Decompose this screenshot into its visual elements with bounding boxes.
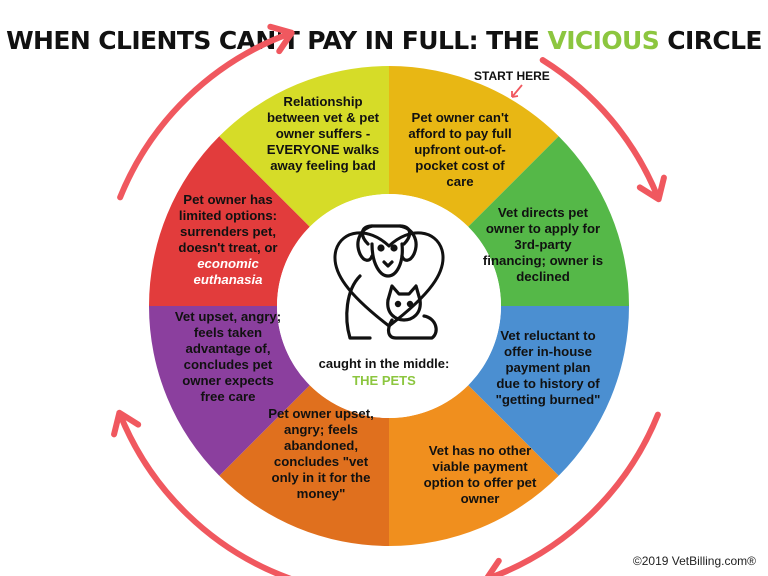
segment-text: Pet owner upset, angry; feels abandoned,… [268,406,374,501]
cycle-arrow-4 [117,30,293,201]
center-caption-line2: THE PETS [352,373,416,388]
copyright-credit: ©2019 VetBilling.com® [632,554,756,568]
segment-text: Vet has no other viable payment option t… [423,443,537,506]
wheel-segment-4 [389,385,559,546]
segment-text: Vet directs pet owner to apply for 3rd-p… [482,205,604,284]
cycle-arrows [111,23,667,576]
segment-emphasis: economic euthanasia [193,256,263,287]
segment-label-7: Pet owner has limited options: surrender… [169,192,287,288]
wheel-segment-1 [389,66,559,227]
wheel-segment-8 [219,66,389,227]
segment-label-6: Vet upset, angry; feels taken advantage … [169,309,287,405]
cycle-arrow-3 [117,411,292,576]
cycle-arrowhead-3 [111,409,142,438]
cycle-arrow-2 [486,411,661,576]
dog-and-cat-heart-icon [333,224,445,340]
cycle-arrowhead-2 [484,557,502,576]
wheel-segment-3 [468,306,629,476]
cycle-arrowhead-4 [267,23,295,55]
center-caption-line1: caught in the middle: [318,356,450,371]
wheel-segments [149,66,629,546]
start-here-pointer [511,84,523,98]
cycle-arrow-1 [539,57,661,201]
wheel-segment-2 [468,136,629,306]
segment-text: Pet owner can't afford to pay full upfro… [408,110,512,189]
wheel-segment-6 [149,306,310,476]
segment-label-2: Vet directs pet owner to apply for 3rd-p… [482,205,604,285]
segment-label-1: Pet owner can't afford to pay full upfro… [401,110,519,190]
wheel-segment-7 [149,136,310,306]
segment-text: Vet upset, angry; feels taken advantage … [174,309,282,404]
cycle-arrowhead-1 [636,174,667,203]
page-title: WHEN CLIENTS CAN'T PAY IN FULL: THE VICI… [0,26,768,55]
wheel-segment-5 [219,385,389,546]
segment-text: Relationship between vet & pet owner suf… [266,94,380,173]
center-caption: caught in the middle: THE PETS [289,355,479,389]
segment-label-5: Pet owner upset, angry; feels abandoned,… [260,406,382,502]
segment-text: Vet reluctant to offer in-house payment … [495,328,601,407]
segment-label-4: Vet has no other viable payment option t… [421,443,539,507]
title-suffix: CIRCLE [659,26,762,55]
title-accent-word: VICIOUS [547,26,660,55]
segment-text: Pet owner has limited options: surrender… [178,192,278,255]
segment-label-3: Vet reluctant to offer in-house payment … [493,328,603,408]
segment-label-8: Relationship between vet & pet owner suf… [257,94,389,174]
start-here-label: START HERE [474,69,550,83]
